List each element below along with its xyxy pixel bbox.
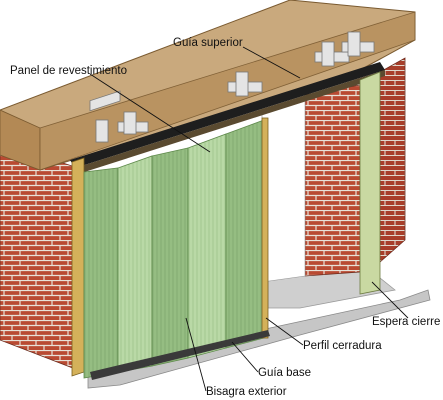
leader-perfil: [265, 317, 304, 346]
bracket-1: [89, 90, 121, 143]
panel-3: [151, 147, 189, 367]
label-panel-revestimiento: Panel de revestimiento: [10, 65, 127, 77]
door-opening: [261, 94, 306, 283]
top-rail: [70, 62, 385, 175]
lock-profile: [261, 117, 269, 339]
folding-panels: [83, 117, 269, 379]
bracket-4: [314, 41, 350, 67]
bracket-2: [117, 111, 149, 135]
panel-4: [187, 133, 227, 359]
left-brick-wall: [0, 141, 79, 371]
leader-guia-superior: [242, 46, 301, 79]
right-brick-wall: [304, 57, 406, 277]
left-frame-post: [71, 157, 85, 377]
mounting-brackets: [89, 31, 375, 143]
panel-2: [117, 155, 153, 373]
label-guia-base: Guía base: [258, 367, 311, 379]
panel-1: [83, 167, 119, 379]
base-guide: [90, 330, 270, 380]
label-perfil-cerradura: Perfil cerradura: [303, 340, 382, 352]
label-guia-superior: Guía superior: [173, 37, 243, 49]
panel-5: [225, 119, 265, 349]
leader-lines: [89, 46, 409, 392]
leader-guia-base: [231, 341, 259, 373]
leader-panel: [89, 73, 211, 153]
leader-espera: [371, 281, 409, 319]
label-bisagra-exterior: Bisagra exterior: [206, 386, 287, 398]
bracket-5: [341, 31, 375, 57]
closing-jamb: [359, 71, 381, 295]
label-espera-cierre: Espera cierre: [372, 316, 440, 328]
bracket-3: [227, 71, 263, 97]
leader-bisagra: [185, 317, 207, 392]
